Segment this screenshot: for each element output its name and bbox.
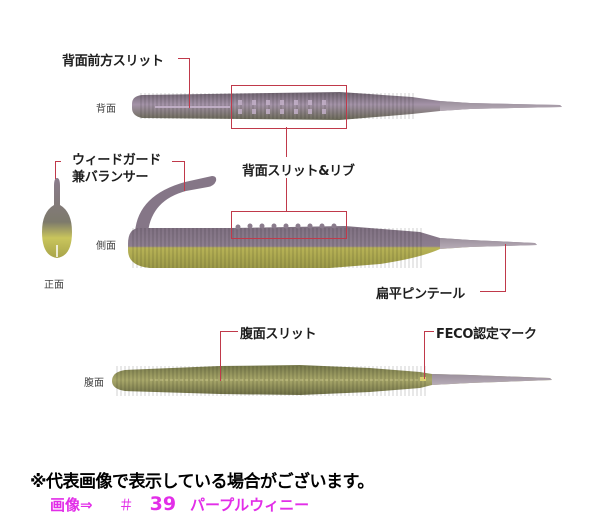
leader-belly-slit-h [220,331,238,332]
leader-slit-rib-upper [286,127,287,157]
callout-belly-slit: 腹面スリット [240,327,317,342]
lure-side-view [128,176,537,268]
view-label-top: 背面 [96,104,116,115]
view-label-side: 側面 [96,241,116,252]
leader-weedguard-left-v [55,161,56,179]
leader-belly-slit-v [220,331,221,381]
view-label-front: 正面 [44,280,64,291]
callout-weedguard-line2: 兼バランサー [72,170,149,185]
leader-front-slit-v [189,58,190,108]
leader-pin-tail-h [480,291,506,292]
leader-feco-h [424,331,434,332]
callout-weedguard-line1: ウィードガード [72,153,161,168]
leader-weedguard-right-v [184,161,185,191]
lure-top-view [132,92,562,120]
callout-dorsal-front-slit: 背面前方スリット [62,54,164,69]
color-caption: 画像⇒ ＃ 39 パープルウィニー [50,493,309,515]
leader-slit-rib-lower [286,178,287,211]
callout-flat-pin-tail: 扁平ピンテール [376,287,465,302]
leader-front-slit-h [178,58,190,59]
lure-belly-view [112,365,552,396]
leader-feco-v [424,331,425,379]
representative-image-notice: ※代表画像で表示している場合がございます。 [30,472,374,492]
leader-weedguard-right-h [172,161,184,162]
highlight-box-side-rib [231,211,347,239]
callout-feco-mark: FECO認定マーク [436,327,537,342]
callout-weedguard: ウィードガード 兼バランサー [72,152,161,186]
caption-prefix: 画像⇒ [50,496,93,514]
leader-weedguard-left-h [55,161,61,162]
highlight-box-top-slit [231,85,347,129]
leader-pin-tail-v [505,244,506,291]
caption-color-number: 39 [149,493,177,515]
caption-color-name: パープルウィニー [190,496,310,514]
caption-hash: ＃ [118,496,134,514]
lure-front-view [42,178,72,258]
view-label-belly: 腹面 [84,378,104,389]
callout-dorsal-slit-rib: 背面スリット&リブ [242,164,355,179]
